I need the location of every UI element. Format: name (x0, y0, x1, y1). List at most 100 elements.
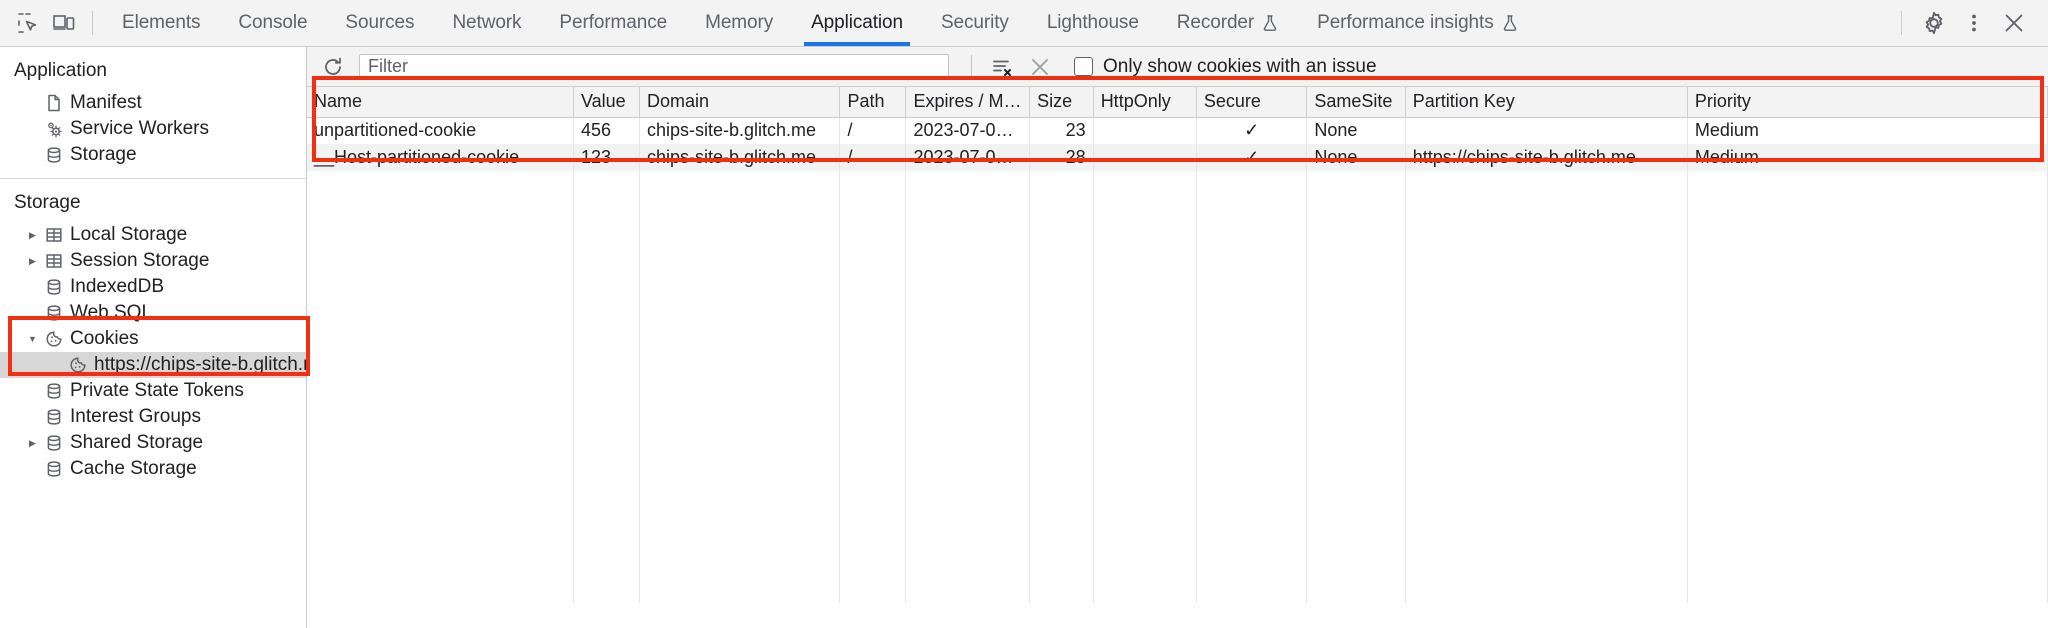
table-empty-row (307, 360, 2048, 387)
column-header-expires-m[interactable]: Expires / M… (905, 87, 1031, 118)
tab-lighthouse[interactable]: Lighthouse (1028, 0, 1158, 46)
sidebar-item-private-state-tokens[interactable]: ▶Private State Tokens (0, 378, 306, 404)
sidebar-item-interest-groups[interactable]: ▶Interest Groups (0, 404, 306, 430)
tab-label: Elements (122, 12, 201, 33)
only-show-issues-label: Only show cookies with an issue (1103, 55, 1377, 77)
tab-label: Performance (559, 12, 668, 33)
sidebar-item-manifest[interactable]: ▶Manifest (0, 90, 306, 116)
tab-label: Security (940, 12, 1009, 33)
tab-label: Network (452, 12, 522, 33)
sidebar-item-cookies[interactable]: ▼Cookies (0, 326, 306, 352)
tab-elements[interactable]: Elements (103, 0, 219, 46)
column-header-value[interactable]: Value (573, 87, 640, 118)
sidebar-item-label: Shared Storage (70, 432, 204, 453)
filter-divider (971, 54, 972, 79)
sidebar-item-indexeddb[interactable]: ▶IndexedDB (0, 274, 306, 300)
sidebar-item-label: Interest Groups (70, 406, 201, 427)
column-header-path[interactable]: Path (839, 87, 907, 118)
tab-label: Console (238, 12, 308, 33)
tab-console[interactable]: Console (219, 0, 326, 46)
chevron-right-icon[interactable]: ▶ (29, 437, 36, 448)
chevron-right-icon[interactable]: ▶ (29, 229, 36, 240)
table-icon (41, 251, 67, 271)
sidebar-item-cache-storage[interactable]: ▶Cache Storage (0, 456, 306, 482)
cookie-icon (41, 329, 67, 349)
database-icon (41, 303, 67, 323)
column-header-domain[interactable]: Domain (639, 87, 841, 118)
column-header-size[interactable]: Size (1029, 87, 1094, 118)
tab-sources[interactable]: Sources (326, 0, 433, 46)
refresh-icon[interactable] (319, 53, 347, 81)
toolbar-divider-right (1901, 11, 1902, 35)
more-options-icon[interactable] (1954, 5, 1994, 41)
sidebar-item-label: Service Workers (70, 118, 210, 139)
table-empty-row (307, 468, 2048, 495)
cell-expires-m: 2023-07-07… (905, 144, 1031, 171)
experiment-flask-icon (1503, 15, 1516, 31)
database-icon (41, 407, 67, 427)
clear-filtered-cookies-icon[interactable] (988, 53, 1016, 81)
clear-all-cookies-icon[interactable] (1026, 53, 1054, 81)
tab-performance-insights[interactable]: Performance insights (1298, 0, 1537, 46)
tab-memory[interactable]: Memory (686, 0, 792, 46)
only-show-issues-checkbox-row[interactable]: Only show cookies with an issue (1074, 56, 1377, 78)
sidebar-item-storage[interactable]: ▶Storage (0, 142, 306, 168)
chevron-right-icon[interactable]: ▶ (29, 255, 36, 266)
column-header-httponly[interactable]: HttpOnly (1093, 87, 1197, 118)
database-icon (41, 433, 67, 453)
table-empty-row (307, 198, 2048, 225)
table-empty-row (307, 279, 2048, 306)
tab-label: Recorder (1176, 12, 1255, 33)
device-toolbar-icon[interactable] (46, 5, 82, 41)
cell-priority: Medium (1687, 144, 2048, 171)
sidebar-item-label: Cache Storage (70, 458, 197, 479)
service-workers-gears-icon (41, 119, 67, 139)
gear-icon[interactable] (1914, 5, 1954, 41)
sidebar-item-label: Private State Tokens (70, 380, 244, 401)
tab-security[interactable]: Security (922, 0, 1028, 46)
sidebar-item-web-sql[interactable]: ▶Web SQL (0, 300, 306, 326)
tab-recorder[interactable]: Recorder (1158, 0, 1298, 46)
cookies-panel: Only show cookies with an issue NameValu… (307, 47, 2048, 628)
cookies-filter-toolbar: Only show cookies with an issue (307, 47, 2048, 87)
sidebar-item-local-storage[interactable]: ▶Local Storage (0, 222, 306, 248)
cell-path: / (839, 144, 907, 171)
tab-performance[interactable]: Performance (540, 0, 686, 46)
tab-label: Lighthouse (1046, 12, 1139, 33)
cell-size: 23 (1029, 117, 1094, 144)
sidebar-item-shared-storage[interactable]: ▶ Shared Storage (0, 430, 306, 456)
sidebar-item-service-workers[interactable]: ▶Service Workers (0, 116, 306, 142)
cell-secure: ✓ (1196, 144, 1308, 171)
chevron-down-icon[interactable]: ▼ (28, 334, 37, 344)
sidebar-section-storage: Storage▶Local Storage▶Session Storage▶In… (0, 178, 306, 492)
column-header-name[interactable]: Name (307, 87, 574, 118)
table-empty-row (307, 252, 2048, 279)
panel-tabs: Elements Console Sources Network Performance… (103, 0, 1538, 46)
table-empty-row (307, 576, 2048, 603)
column-header-priority[interactable]: Priority (1687, 87, 2048, 118)
cookie-icon (65, 355, 91, 375)
only-show-issues-checkbox[interactable] (1074, 57, 1093, 76)
sidebar-item-label: Manifest (70, 92, 142, 113)
cell-secure: ✓ (1196, 117, 1308, 144)
tab-application[interactable]: Application (792, 0, 922, 46)
tab-label: Memory (705, 12, 774, 33)
column-header-secure[interactable]: Secure (1196, 87, 1308, 118)
column-header-samesite[interactable]: SameSite (1306, 87, 1406, 118)
cell-partition-key (1405, 117, 1688, 144)
table-empty-row (307, 225, 2048, 252)
sidebar-item-session-storage[interactable]: ▶Session Storage (0, 248, 306, 274)
cell-httponly (1093, 144, 1197, 171)
cell-name: unpartitioned-cookie (307, 117, 574, 144)
close-icon[interactable] (1994, 5, 2034, 41)
filter-input[interactable] (359, 53, 949, 80)
column-header-partition-key[interactable]: Partition Key (1405, 87, 1688, 118)
sidebar-item-https-chips-site-b-glitch-me[interactable]: ▶https://chips-site-b.glitch.me (0, 352, 306, 378)
inspect-element-icon[interactable] (10, 5, 46, 41)
tab-network[interactable]: Network (433, 0, 540, 46)
